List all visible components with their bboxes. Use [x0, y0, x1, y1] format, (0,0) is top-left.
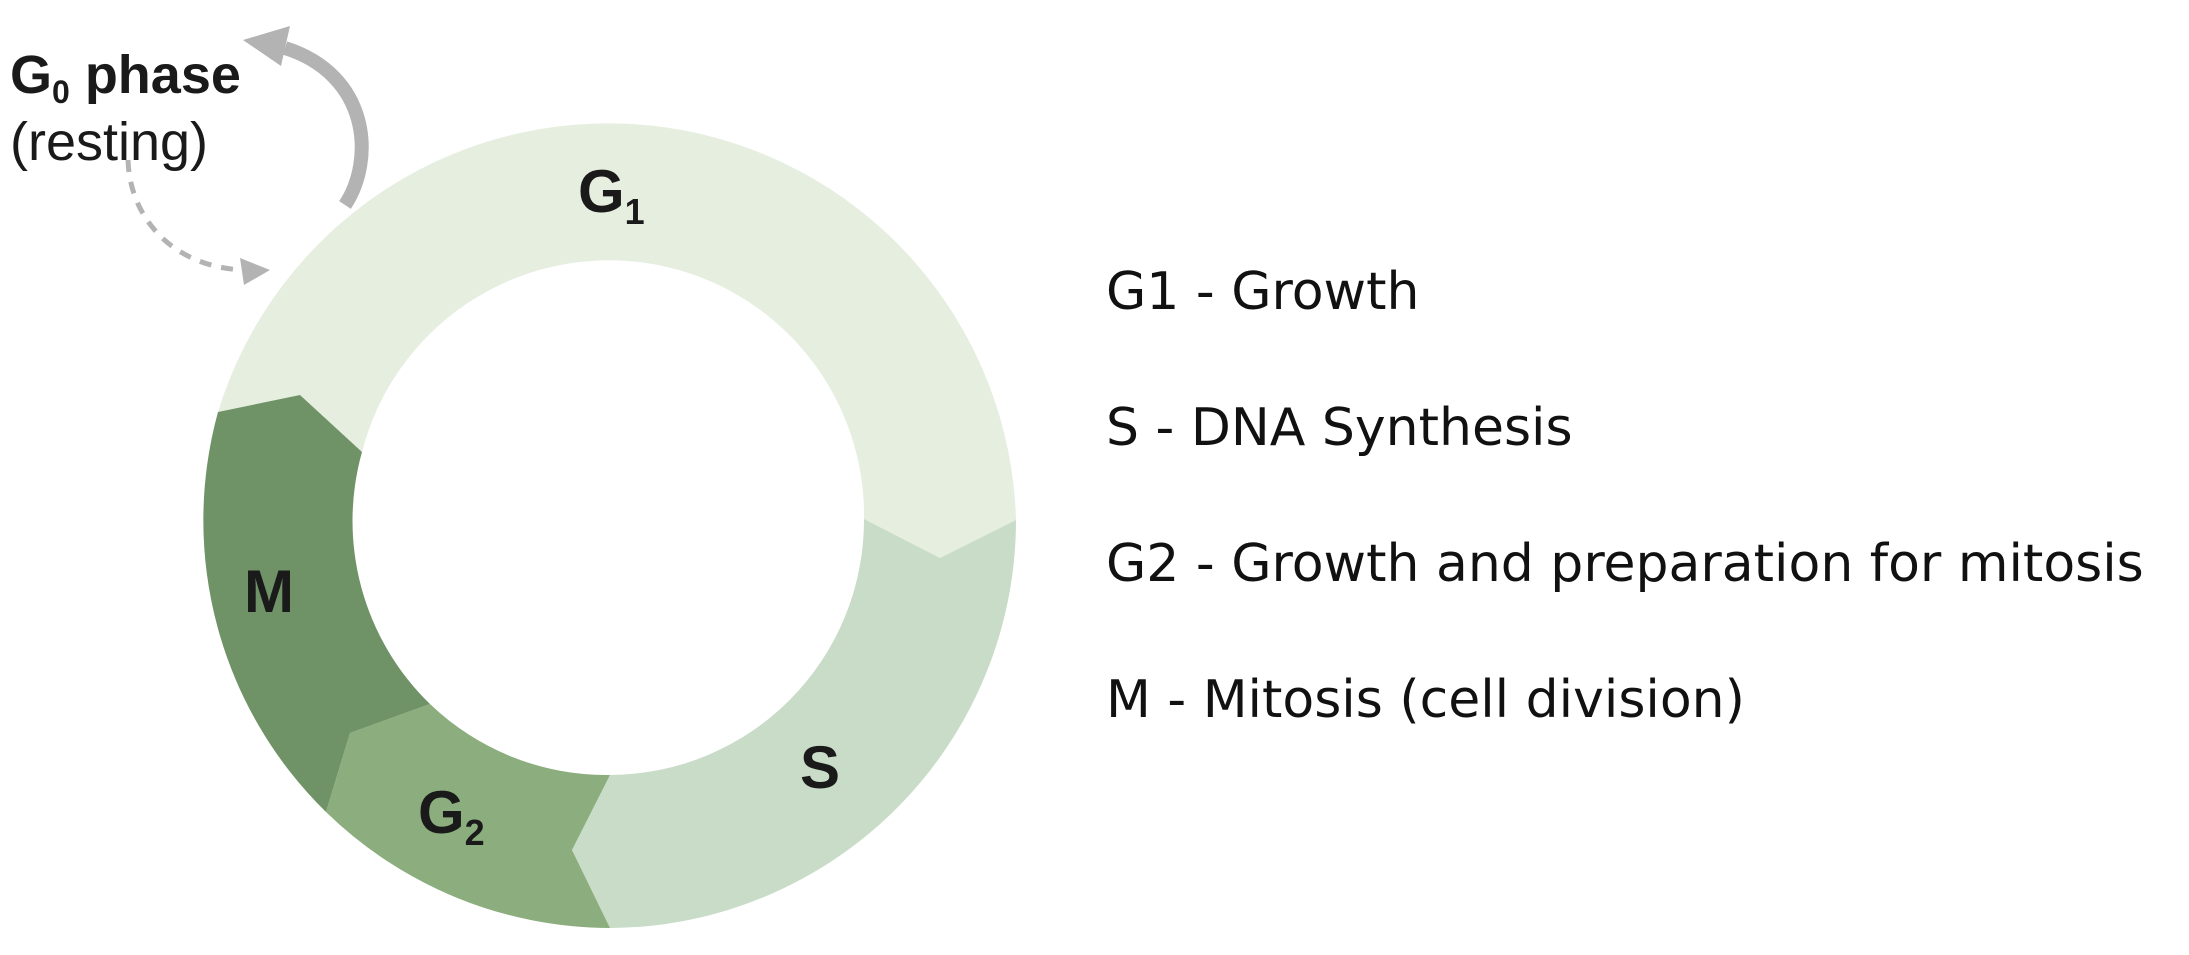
legend-item-g1: G1 - Growth [1106, 262, 1420, 322]
g1-segment [218, 123, 1016, 559]
return-from-g0-arrowhead-icon [240, 258, 270, 285]
m-label: M [244, 558, 294, 625]
exit-to-g0-arrowhead-icon [243, 26, 290, 66]
g2-label: G2 [418, 779, 485, 853]
g1-label: G1 [578, 158, 645, 232]
legend-item-g2: G2 - Growth and preparation for mitosis [1106, 534, 2144, 594]
legend-item-s: S - DNA Synthesis [1106, 398, 1573, 458]
return-from-g0-arrow [125, 159, 246, 273]
legend-item-m: M - Mitosis (cell division) [1106, 670, 1745, 730]
g0-resting-label: (resting) [10, 112, 208, 172]
exit-to-g0-arrow [282, 41, 369, 209]
g0-phase-label: G0 phase [10, 45, 241, 110]
g2-segment [326, 704, 610, 928]
phase-legend: G1 - Growth S - DNA Synthesis G2 - Growt… [1106, 252, 2166, 796]
m-segment [203, 395, 430, 812]
s-segment [572, 519, 1016, 928]
s-label: S [800, 734, 840, 801]
